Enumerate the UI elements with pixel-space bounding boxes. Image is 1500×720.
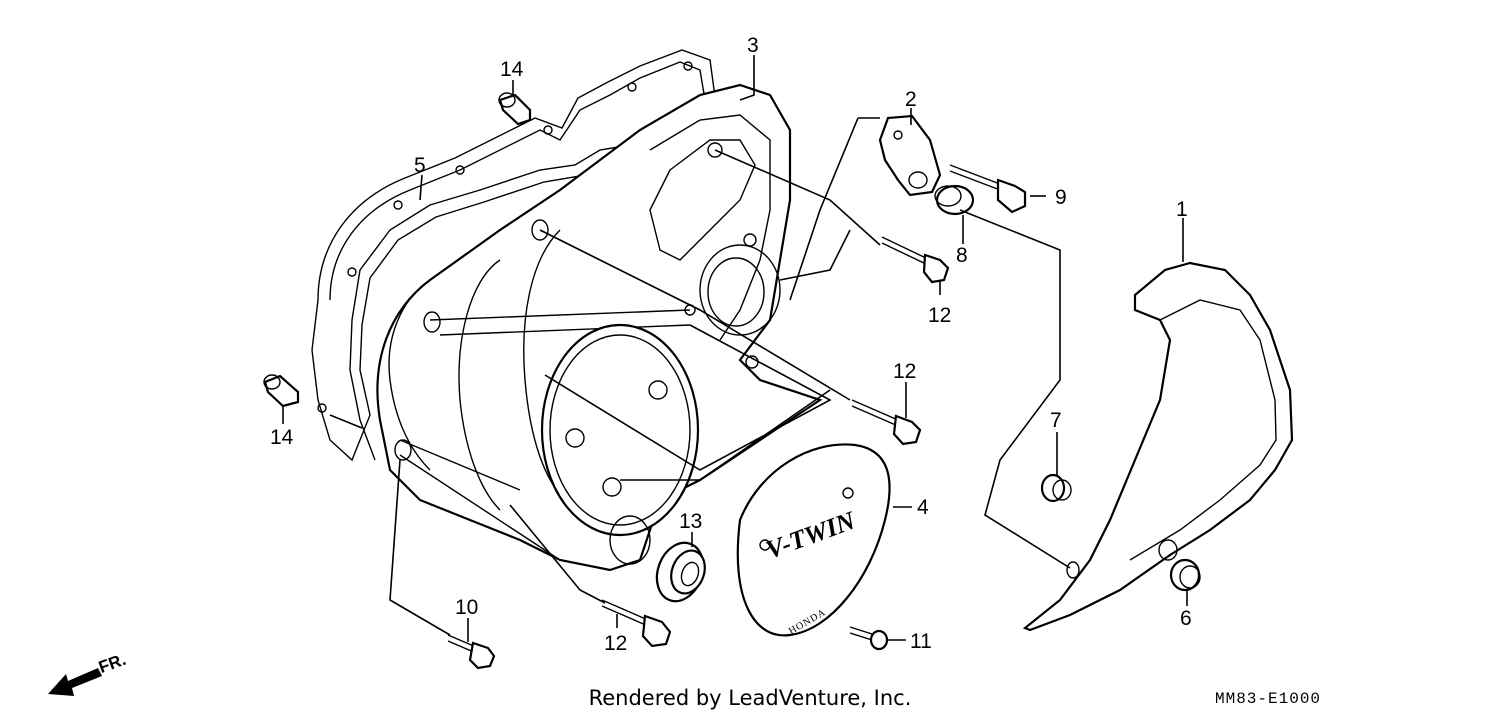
front-arrow-icon: FR.: [48, 650, 128, 696]
callout-8: 8: [956, 244, 968, 267]
direction-label: FR.: [96, 650, 128, 677]
grommet-part-8[interactable]: [934, 184, 975, 216]
callout-2: 2: [905, 88, 917, 111]
grommet-part-6[interactable]: [1169, 558, 1201, 592]
reference-lines: [329, 117, 1071, 636]
gasket-part-5[interactable]: [311, 49, 717, 462]
callout-6: 6: [1180, 607, 1192, 630]
callout-14-lower: 14: [270, 426, 294, 449]
callout-labels: 1 2 3 4 5 6 7 8 9 10 11 12 12 12 13 14 1…: [270, 34, 1192, 655]
outer-cover-part-1[interactable]: [1022, 261, 1294, 632]
callout-12-lower: 12: [604, 632, 627, 655]
bolt-part-9[interactable]: [949, 164, 1027, 214]
bolt-part-12-upper[interactable]: [881, 236, 950, 284]
callout-1: 1: [1176, 198, 1188, 221]
footer-credit: Rendered by LeadVenture, Inc.: [588, 686, 912, 710]
callout-9: 9: [1055, 186, 1067, 209]
callout-10: 10: [455, 596, 478, 619]
callout-4: 4: [917, 496, 929, 519]
bolt-part-10[interactable]: [447, 634, 496, 670]
callout-11: 11: [910, 630, 932, 653]
leader-lines: [282, 55, 1188, 642]
collar-part-7[interactable]: [1040, 473, 1072, 503]
dowel-part-14-lower[interactable]: [263, 374, 300, 408]
vtwin-cover-part-4[interactable]: V-TWIN HONDA: [736, 443, 891, 637]
dowel-part-14-upper[interactable]: [498, 92, 532, 126]
bolt-part-12-lower[interactable]: [601, 599, 672, 648]
oil-seal-part-13[interactable]: [649, 536, 711, 607]
bolt-part-12-middle[interactable]: [851, 399, 922, 446]
callout-12-upper: 12: [928, 304, 951, 327]
callout-5: 5: [414, 154, 426, 177]
callout-13: 13: [679, 510, 702, 533]
screw-part-11[interactable]: [849, 626, 889, 651]
bracket-part-2[interactable]: [878, 114, 942, 197]
callout-14-upper: 14: [500, 58, 524, 81]
diagram-code: MM83-E1000: [1215, 690, 1322, 708]
callout-3: 3: [747, 34, 759, 57]
crankcase-cover-part-3[interactable]: [376, 83, 823, 572]
callout-7: 7: [1050, 409, 1062, 432]
callout-12-middle: 12: [893, 360, 916, 383]
